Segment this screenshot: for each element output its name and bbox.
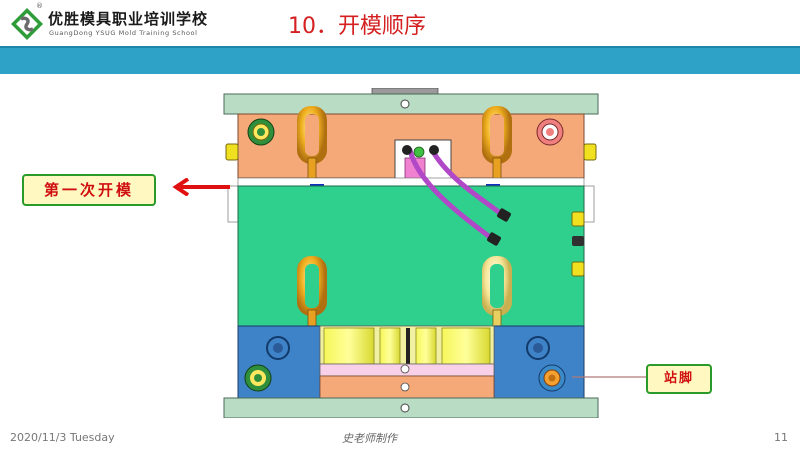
ejector-block xyxy=(323,327,375,365)
screw-hole xyxy=(400,403,410,413)
water-connector-left xyxy=(225,143,239,161)
left-arrow-icon xyxy=(172,178,230,196)
school-name: 优胜模具职业培训学校 xyxy=(48,10,209,28)
slide-title: 10．开模顺序 xyxy=(288,14,426,39)
registered-mark: ® xyxy=(36,2,43,10)
first-mold-opening-label: 第一次开模 xyxy=(22,174,156,206)
cooling-hose xyxy=(407,147,497,243)
footer-date: 2020/11/3 Tuesday xyxy=(10,431,115,444)
mold-diagram xyxy=(223,88,599,418)
slide-header: ® 优胜模具职业培训学校 GuangDong YSUG Mold Trainin… xyxy=(0,0,800,46)
core-plate xyxy=(237,185,585,327)
header-band-edge xyxy=(0,46,800,48)
screw-hole xyxy=(400,99,410,109)
school-name-english: GuangDong YSUG Mold Training School xyxy=(49,29,198,37)
header-band xyxy=(0,46,800,74)
school-logo-icon xyxy=(11,8,43,40)
leader-line xyxy=(572,376,648,378)
page-number: 11 xyxy=(774,431,788,444)
top-clamp-plate xyxy=(223,93,599,115)
cooling-hose xyxy=(429,147,507,219)
parting-gap xyxy=(237,177,585,187)
footer-author: 史老师制作 xyxy=(342,432,397,445)
water-connector-right xyxy=(583,143,597,161)
bottom-clamp-plate xyxy=(223,397,599,418)
stand-foot-label: 站脚 xyxy=(646,364,712,394)
